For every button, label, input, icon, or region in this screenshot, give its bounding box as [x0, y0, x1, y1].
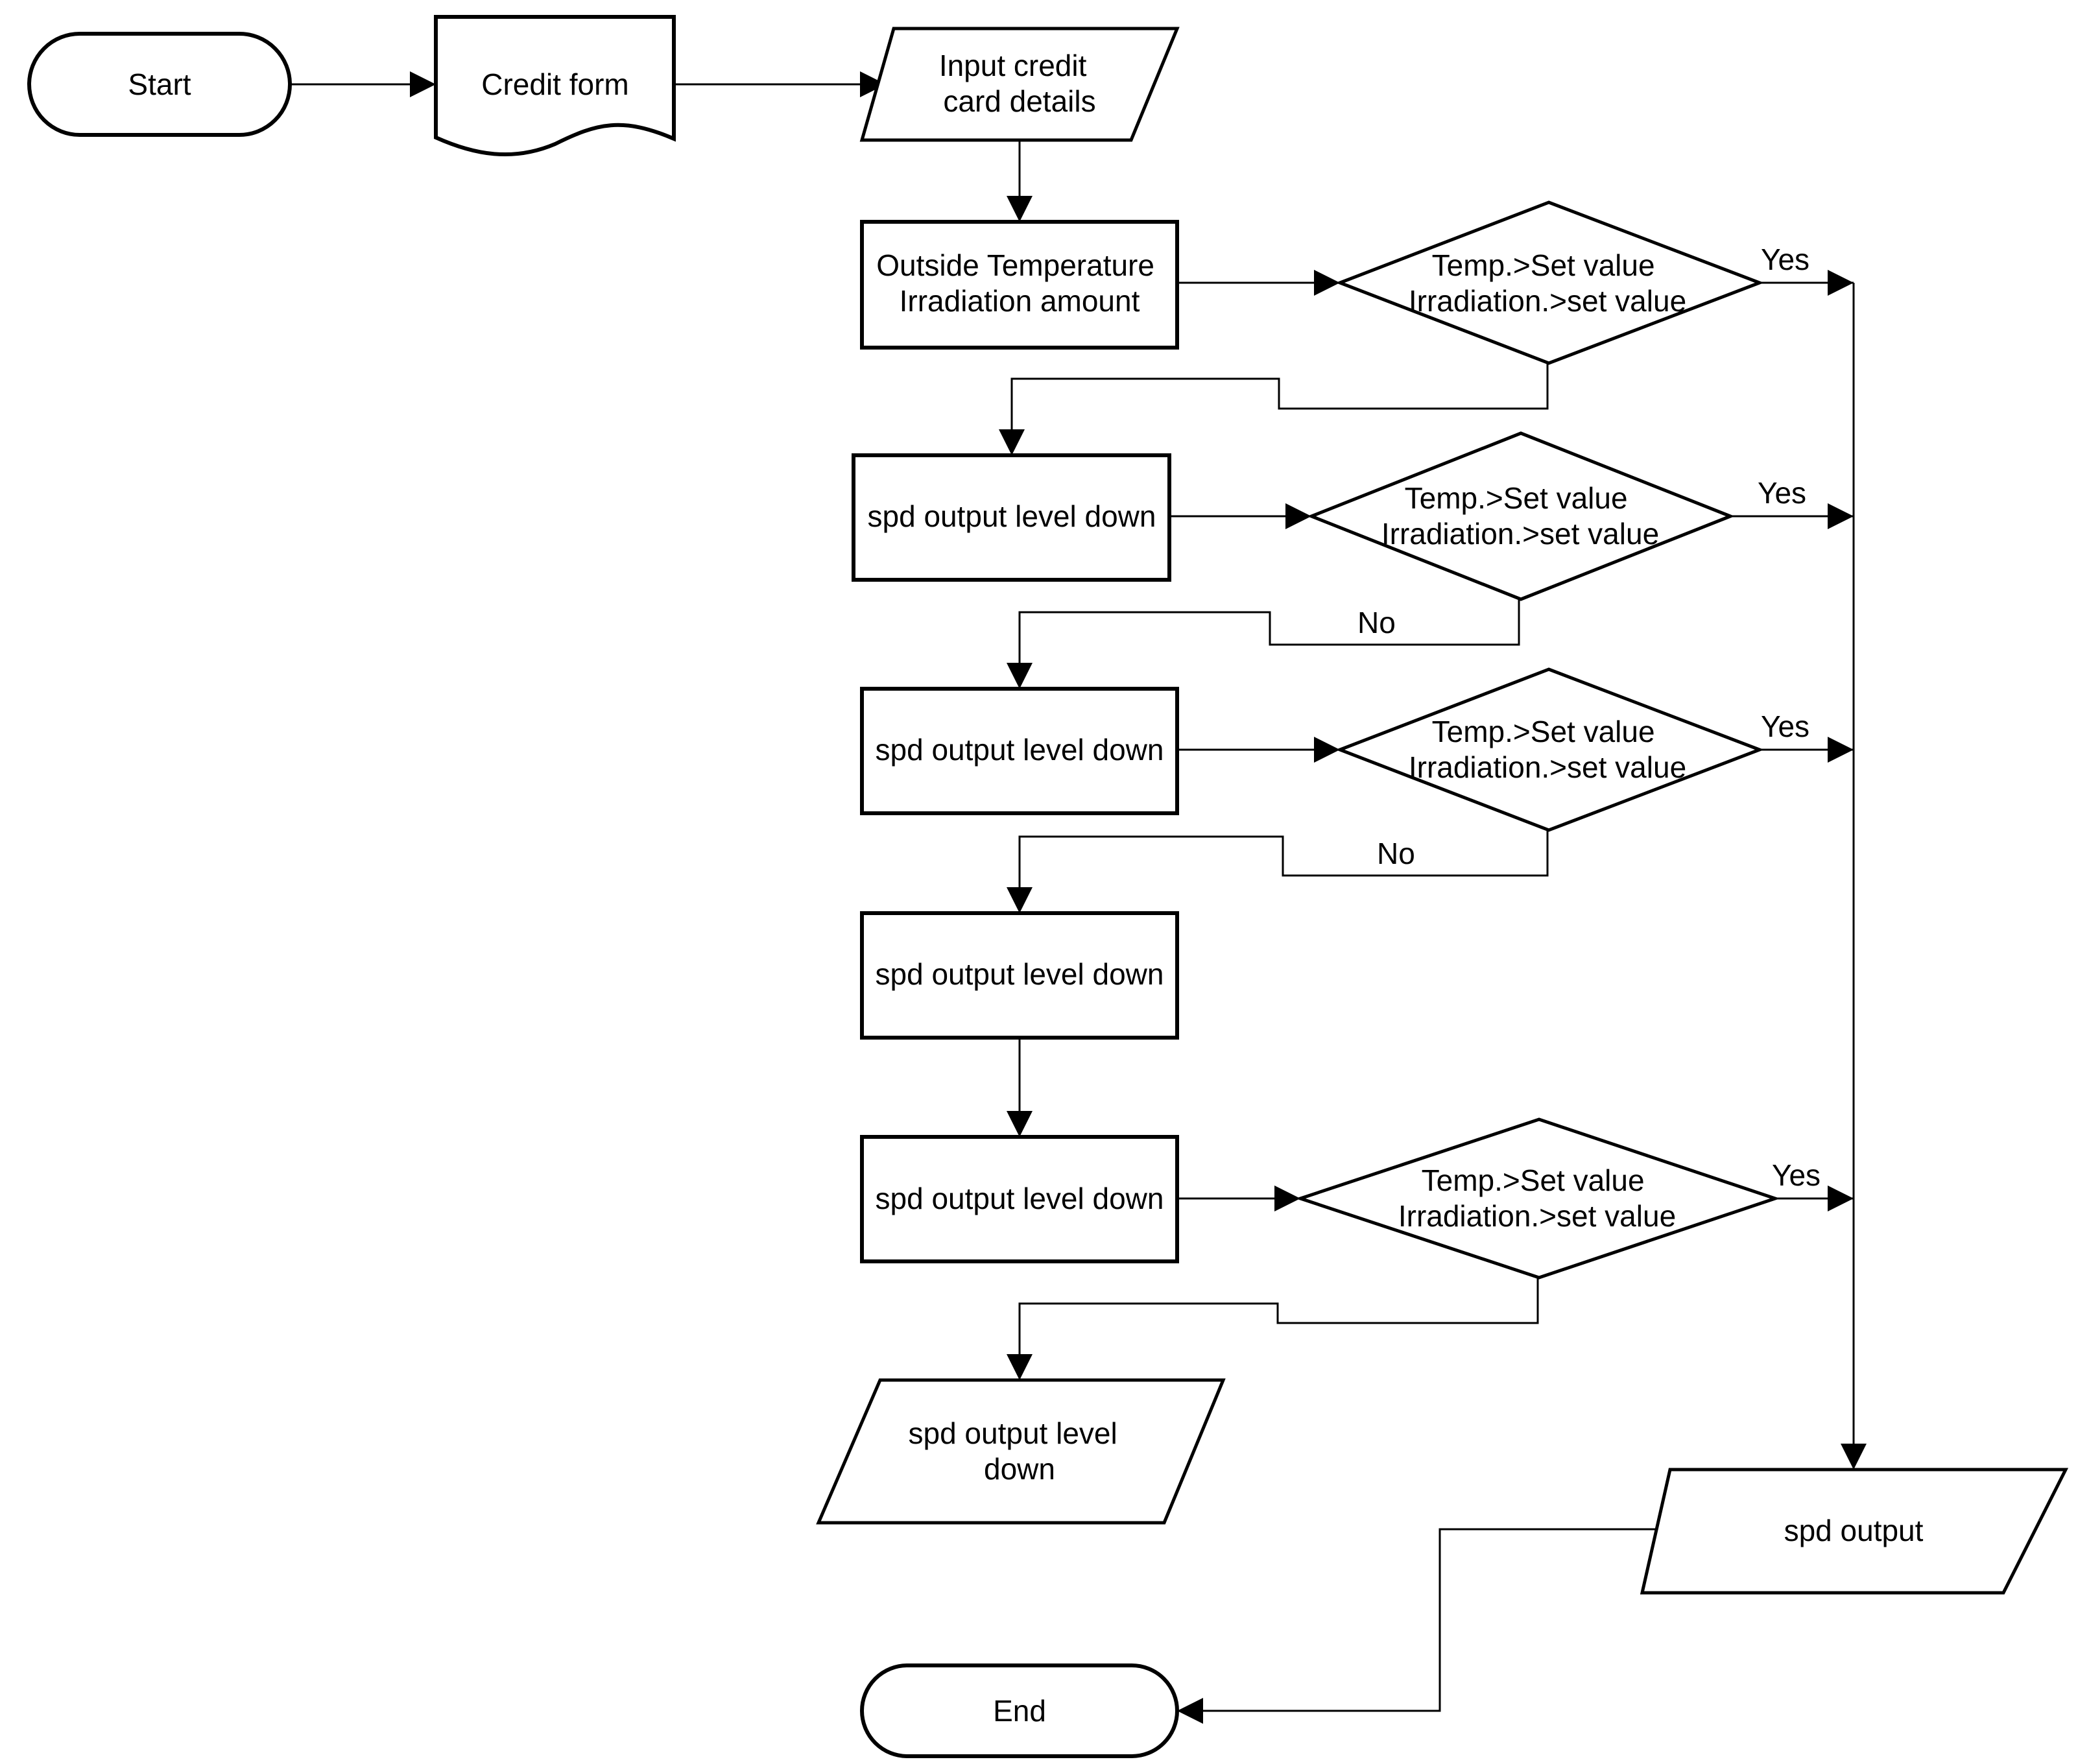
yes-label: Yes	[1761, 709, 1809, 743]
decision-3-label: Temp.>Set value Irradiation.>set value	[1409, 715, 1686, 784]
credit-form-label: Credit form	[481, 67, 628, 101]
connectors	[290, 71, 1867, 1724]
decision-1-label: Temp.>Set value Irradiation.>set value	[1409, 248, 1686, 318]
sensor-input-label: Outside Temperature Irradiation amount	[876, 248, 1163, 318]
connector-decision3-no	[1007, 830, 1549, 913]
final-output-line1: spd output level	[908, 1416, 1117, 1450]
yes-label: Yes	[1758, 476, 1806, 510]
input-card-details-io: Input credit card details	[859, 27, 1180, 142]
final-output-label: spd output level down	[908, 1416, 1125, 1486]
decision-1-line2: Irradiation.>set value	[1409, 284, 1686, 318]
process-step-1: spd output level down	[852, 453, 1171, 582]
input-card-line1: Input credit	[939, 49, 1087, 82]
decision-4-line1: Temp.>Set value	[1422, 1163, 1645, 1197]
final-output-io: spd output level down	[816, 1378, 1226, 1525]
connector-decision4-no	[1007, 1278, 1539, 1380]
decision-2-line2: Irradiation.>set value	[1381, 517, 1659, 551]
decision-2: Temp.>Set value Irradiation.>set value	[1307, 431, 1735, 601]
decision-4-label: Temp.>Set value Irradiation.>set value	[1398, 1163, 1676, 1233]
decision-3-line2: Irradiation.>set value	[1409, 750, 1686, 784]
credit-form-document: Credit form	[434, 15, 676, 157]
start-terminator: Start	[27, 32, 292, 137]
input-card-line2: card details	[943, 84, 1095, 118]
process-step-1-label: spd output level down	[868, 499, 1156, 533]
connector-decision1-no	[999, 363, 1549, 455]
decision-2-label: Temp.>Set value Irradiation.>set value	[1381, 481, 1659, 551]
end-terminator: End	[860, 1663, 1179, 1758]
sensor-input-process: Outside Temperature Irradiation amount	[860, 220, 1179, 350]
connector-spd-output-to-end	[1177, 1528, 1670, 1724]
process-step-2-label: spd output level down	[876, 733, 1164, 767]
decision-3-line1: Temp.>Set value	[1432, 715, 1655, 748]
start-label: Start	[128, 67, 191, 101]
process-step-3: spd output level down	[860, 911, 1179, 1040]
decision-4: Temp.>Set value Irradiation.>set value	[1295, 1117, 1780, 1280]
connector-decision2-no	[1007, 599, 1520, 689]
final-output-line2: down	[984, 1452, 1055, 1486]
spd-output-io: spd output	[1640, 1468, 2069, 1595]
decision-3: Temp.>Set value Irradiation.>set value	[1335, 667, 1765, 832]
sensor-line2: Irradiation amount	[900, 284, 1140, 318]
process-step-2: spd output level down	[860, 687, 1179, 815]
decision-1-line1: Temp.>Set value	[1432, 248, 1655, 282]
sensor-line1: Outside Temperature	[876, 248, 1154, 282]
yes-label: Yes	[1761, 243, 1809, 276]
decision-1: Temp.>Set value Irradiation.>set value	[1335, 200, 1765, 365]
decision-4-line2: Irradiation.>set value	[1398, 1199, 1676, 1233]
edge-labels: Yes Yes Yes Yes No No	[1357, 243, 1821, 1192]
process-step-3-label: spd output level down	[876, 957, 1164, 991]
process-step-4-label: spd output level down	[876, 1182, 1164, 1215]
decision-2-line1: Temp.>Set value	[1405, 481, 1628, 515]
spd-output-label: spd output	[1784, 1514, 1924, 1547]
process-step-4: spd output level down	[860, 1135, 1179, 1263]
yes-label: Yes	[1772, 1158, 1821, 1192]
input-card-details-label: Input credit card details	[939, 49, 1096, 118]
end-label: End	[993, 1694, 1046, 1728]
no-label: No	[1357, 606, 1396, 639]
no-label: No	[1377, 837, 1415, 870]
